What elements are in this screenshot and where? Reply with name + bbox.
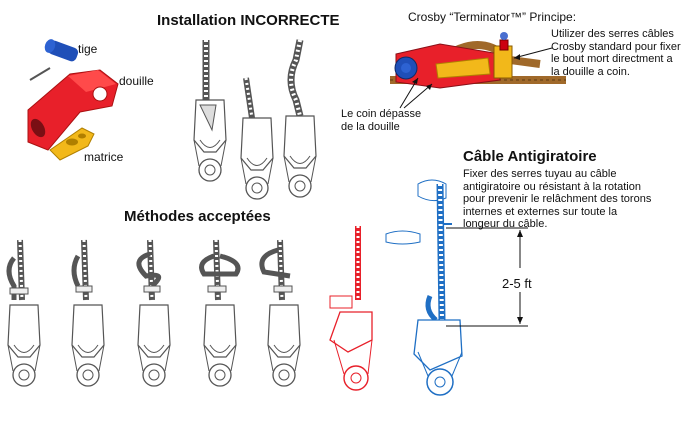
antirotation-note-line: pour prevenir le relâchment des torons: [463, 193, 652, 205]
title-antirotation-cable: Câble Antigiratoire: [463, 148, 597, 165]
wedge-note-line: de la douille: [341, 120, 400, 133]
antirotation-note-line: longeur du câble.: [463, 218, 548, 230]
incorrect-installation-3: [283, 39, 317, 198]
cotter-pin-icon: [29, 67, 51, 81]
dimension-marker: [446, 227, 528, 327]
wedge-note: Le coin dépasse de la douille: [341, 108, 421, 133]
crosby-note-line: le bout mort directment a: [551, 53, 673, 65]
accepted-method-3: [136, 239, 171, 387]
incorrect-installation-2: [240, 77, 274, 200]
label-pin: tige: [78, 42, 98, 56]
antirotation-figure: [385, 179, 463, 396]
antirotation-note: Fixer des serres tuyau au câble antigira…: [463, 168, 651, 231]
incorrect-installation-1: [193, 40, 227, 182]
accepted-method-5: [259, 239, 301, 387]
exploded-parts-group: [27, 39, 119, 161]
pin-icon: [44, 39, 79, 62]
antirotation-note-line: internes et externes sur toute la: [463, 205, 618, 218]
wedge-icon: [49, 127, 95, 161]
title-incorrect-installation: Installation INCORRECTE: [157, 12, 340, 29]
label-socket: douille: [119, 74, 154, 88]
crosby-note-line: la douille a coin.: [551, 65, 630, 78]
accepted-method-red: [329, 226, 373, 391]
dimension-label: 2-5 ft: [502, 276, 532, 291]
title-crosby-principle: Crosby “Terminator™” Principe:: [408, 10, 577, 24]
socket-icon: [27, 69, 119, 151]
antirotation-note-line: antigiratoire ou résistant à la rotation: [463, 180, 641, 193]
crosby-note-line: Crosby standard pour fixer: [551, 40, 681, 53]
antirotation-note-line: Fixer des serres tuyau au câble: [463, 168, 617, 180]
crosby-note: Utilizer des serres câbles Crosby standa…: [551, 28, 681, 78]
wedge-note-line: Le coin dépasse: [341, 108, 422, 120]
label-wedge: matrice: [84, 150, 124, 164]
crosby-note-line: Utilizer des serres câbles: [551, 28, 674, 40]
title-accepted-methods: Méthodes acceptées: [124, 208, 271, 225]
accepted-method-4: [199, 239, 241, 387]
crosby-terminator-illustration: [390, 32, 566, 109]
accepted-method-2: [71, 239, 105, 387]
accepted-method-1: [6, 239, 41, 387]
